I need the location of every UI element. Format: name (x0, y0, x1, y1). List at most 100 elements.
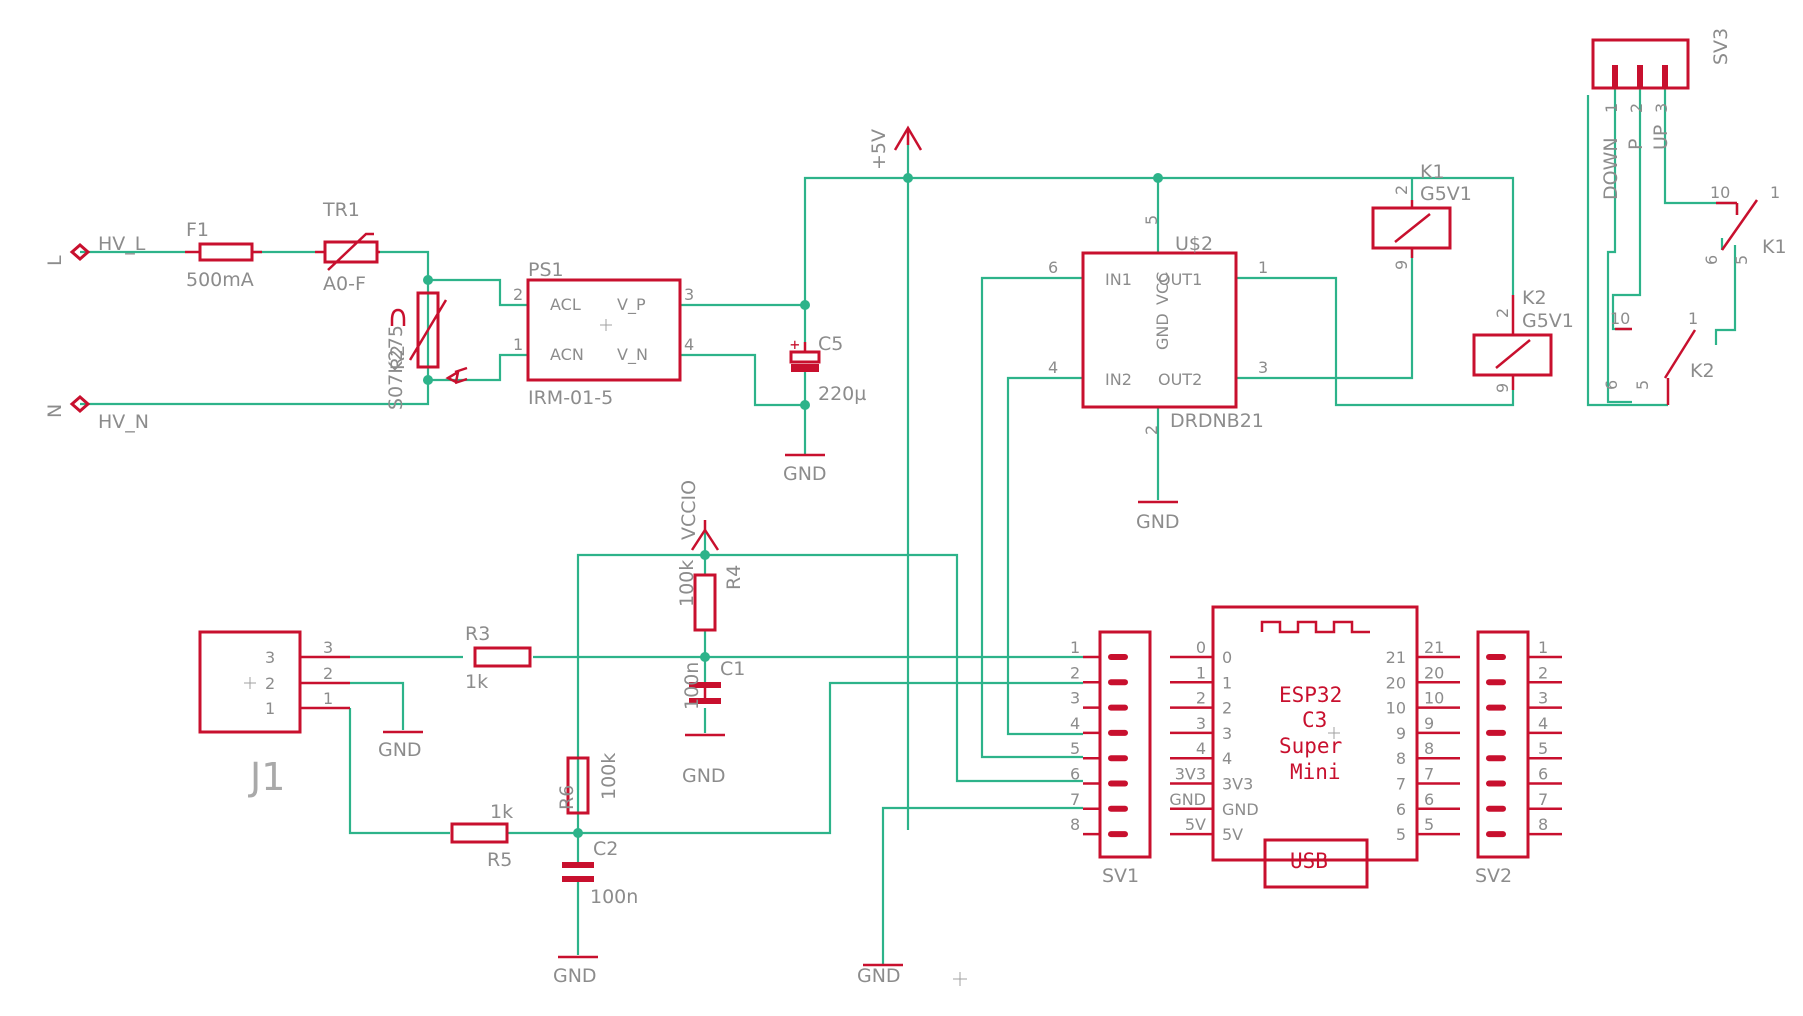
sv2-name: SV2 (1475, 865, 1512, 887)
sv1-pin-number: 3 (1070, 689, 1080, 708)
sv2-pin-contact (1486, 831, 1506, 838)
gnd-symbol-c5: GND (783, 453, 827, 485)
u2-value: DRDNB21 (1170, 410, 1264, 432)
gnd-symbol-sv1: GND (857, 963, 903, 987)
sv2-pin-contact (1486, 780, 1506, 787)
relay-k1-contact: 10 1 6 5 K1 (1702, 183, 1787, 265)
esp32-usb: USB (1290, 849, 1328, 873)
ps1-acn: ACN (550, 345, 584, 364)
varistor-r2: R2 S07K275 (385, 291, 468, 410)
sv3-name: SV3 (1710, 28, 1732, 65)
esp32-inner-right-label: 10 (1386, 699, 1406, 718)
r5-name: R5 (487, 849, 512, 871)
origin-marks (244, 319, 1340, 986)
junctions (423, 173, 1163, 838)
sv1-pin-number: 2 (1070, 663, 1080, 682)
j1-pin1: 1 (323, 689, 333, 708)
k1-sw-pin5: 5 (1732, 255, 1751, 265)
terminal-l-label: L (44, 255, 66, 266)
ps1-pin2: 2 (513, 285, 523, 304)
esp32-line1: ESP32 (1279, 683, 1342, 707)
sv1-pin-number: 5 (1070, 739, 1080, 758)
gnd-label-u2: GND (1136, 511, 1180, 533)
sv1-pin-number: 4 (1070, 714, 1080, 733)
sv1-pin-number: 6 (1070, 765, 1080, 784)
esp32-inner-right-label: 20 (1386, 673, 1406, 692)
k2-coil-pin2: 2 (1493, 308, 1512, 318)
ps1-vn: V_N (617, 345, 648, 365)
sv2-pin-number: 6 (1538, 765, 1548, 784)
u2-pin3: 3 (1258, 358, 1268, 377)
sv3-signal-up: UP (1650, 125, 1672, 150)
resistor-r4: R4 100k (676, 560, 745, 632)
sv1-pin-contact (1108, 729, 1128, 736)
r4-value: 100k (676, 560, 698, 607)
sv1-pin-number: 1 (1070, 638, 1080, 657)
esp32-line3: Super (1279, 734, 1342, 758)
esp32-outer-right-label: 10 (1424, 689, 1444, 708)
esp32-inner-left-label: 0 (1222, 648, 1232, 667)
fuse-f1: F1 500mA (185, 219, 262, 291)
terminal-l: L HV_L (44, 233, 146, 266)
relay-k2-contact: 10 1 6 5 K2 (1602, 309, 1715, 405)
gnd-symbol-c1: GND (682, 733, 726, 787)
esp32-inner-left-label: 5V (1222, 825, 1243, 844)
sv1-pin-number: 7 (1070, 790, 1080, 809)
j1-inner-pin1: 1 (265, 699, 275, 718)
esp32-line2: C3 (1302, 708, 1327, 732)
gnd-label-sv1: GND (857, 965, 901, 987)
sv2-pin-number: 8 (1538, 815, 1548, 834)
sv1-pin-contact (1108, 654, 1128, 660)
net-hv-n-label: HV_N (98, 411, 149, 433)
sv1-pin-contact (1108, 831, 1128, 838)
k2-sw-pin5: 5 (1633, 380, 1652, 390)
capacitor-c5: + C5 220µ (789, 333, 866, 405)
sv2-pin-number: 1 (1538, 638, 1548, 657)
u2-gnd: GND (1153, 313, 1172, 350)
sv3-pin1: 1 (1602, 103, 1621, 113)
esp32-inner-left-label: 4 (1222, 749, 1232, 768)
esp32-outer-right-label: 8 (1424, 739, 1434, 758)
gnd-label-c2: GND (553, 965, 597, 987)
k1-sw-pin10: 10 (1710, 183, 1730, 202)
esp32-outer-left-label: GND (1169, 790, 1206, 809)
capacitor-c1: C1 100n (681, 658, 745, 710)
esp32-inner-left-label: 2 (1222, 699, 1232, 718)
j1-pin2: 2 (323, 664, 333, 683)
k2-sw-pin1: 1 (1688, 309, 1698, 328)
r6-name: R6 (556, 785, 578, 810)
sv1-pin-contact (1108, 755, 1128, 762)
u2-pin2: 2 (1142, 425, 1161, 435)
sv2-pin-contact (1486, 679, 1506, 686)
tr1-value: A0-F (323, 273, 366, 295)
esp32-inner-right-label: 21 (1386, 648, 1406, 667)
c2-name: C2 (593, 838, 618, 860)
esp32-outer-left-label: 5V (1185, 815, 1206, 834)
ps1-value: IRM-01-5 (528, 387, 613, 409)
sv2-pin-contact (1486, 805, 1506, 812)
sv1-pin-contact (1108, 679, 1128, 686)
sv1-name: SV1 (1102, 865, 1139, 887)
u2-pin4: 4 (1048, 358, 1058, 377)
sv2-pin-number: 4 (1538, 714, 1548, 733)
gnd-label-c5: GND (783, 463, 827, 485)
connector-j1: 3 2 1 3 2 1 J1 (198, 630, 350, 799)
r5-value: 1k (490, 801, 513, 823)
k1-coil-pin9: 9 (1392, 260, 1411, 270)
sv2-pin-contact (1486, 729, 1506, 736)
connector-sv3: 1 2 3 DOWN P UP SV3 (1591, 28, 1732, 200)
k2-coil-pin9: 9 (1493, 383, 1512, 393)
c1-value: 100n (681, 662, 703, 710)
ps1-acl: ACL (550, 295, 581, 314)
supply-vccio: VCCIO (678, 480, 720, 551)
k1-contact-name: K1 (1762, 236, 1787, 258)
power-supply-ps1: ACL ACN V_P V_N 2 1 3 4 PS1 IRM-01-5 (513, 259, 694, 409)
ps1-pin3: 3 (684, 285, 694, 304)
sv2-pin-contact (1486, 654, 1506, 660)
resistor-r3: R3 1k (465, 623, 532, 693)
r6-value: 100k (598, 753, 620, 800)
j1-pin3: 3 (323, 638, 333, 657)
sv2-pin-number: 2 (1538, 663, 1548, 682)
